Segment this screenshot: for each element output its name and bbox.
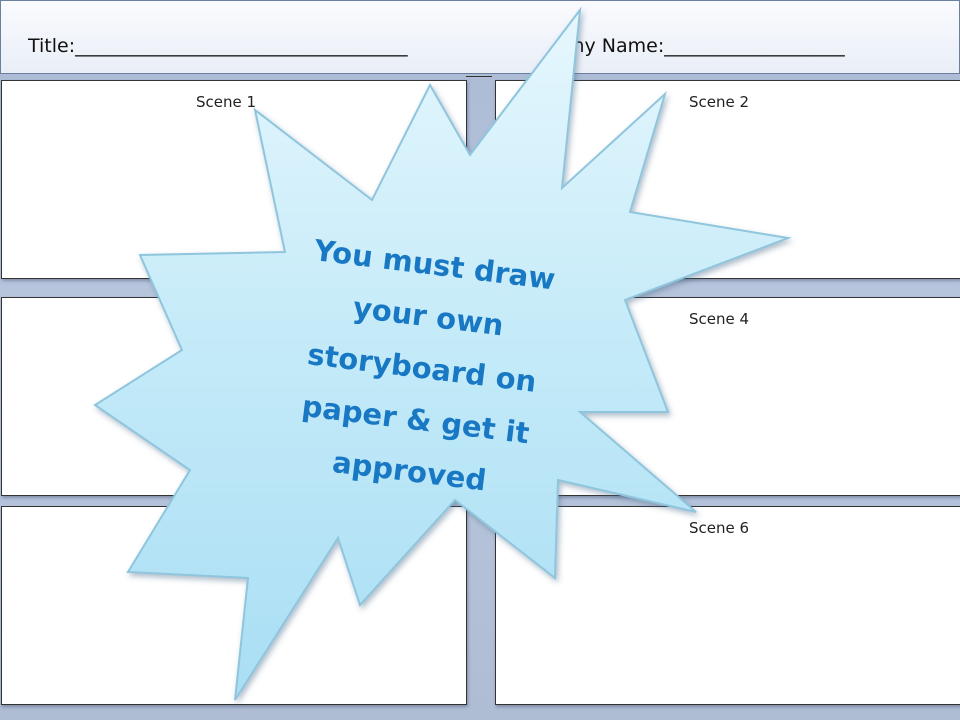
title-field: Title:__________________________________… xyxy=(28,35,408,57)
header-bar xyxy=(0,0,960,74)
scene-label-1: Scene 1 xyxy=(196,93,257,111)
scene-label-4: Scene 4 xyxy=(689,310,750,328)
name-field: my Name:___________________ xyxy=(566,35,845,57)
scene-panel-6 xyxy=(495,506,960,705)
divider-line xyxy=(466,76,492,87)
scene-label-2: Scene 2 xyxy=(689,93,750,111)
starburst-shape xyxy=(93,6,792,701)
scene-label-6: Scene 6 xyxy=(689,519,750,537)
callout-text: You must draw your own storyboard on pap… xyxy=(257,221,586,516)
